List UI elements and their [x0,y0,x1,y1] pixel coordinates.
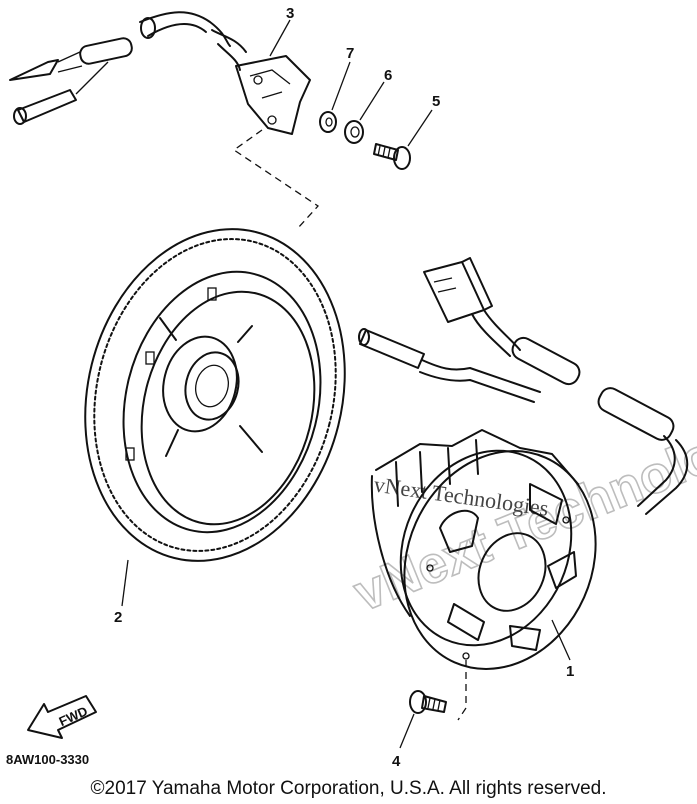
copyright-notice: ©2017 Yamaha Motor Corporation, U.S.A. A… [90,778,607,799]
callout-3: 3 [286,5,294,22]
screw-part-5[interactable] [373,143,411,170]
stator-lead-connector[interactable] [358,257,689,515]
fwd-arrow-icon: FWD [27,695,97,739]
callout-6: 6 [384,67,392,84]
callout-4: 4 [392,753,401,770]
callout-1: 1 [566,663,574,680]
flywheel-rotor-part-2[interactable] [51,201,379,588]
lock-washer-part-6[interactable] [344,120,364,144]
screw-part-4[interactable] [409,690,447,714]
pickup-coil-part-3[interactable] [9,11,311,135]
stator-assembly-part-1[interactable] [370,420,629,699]
callout-7: 7 [346,45,354,62]
washer-part-7[interactable] [319,111,337,133]
watermark-small: vNext Technologies [372,472,550,521]
diagram-code: 8AW100-3330 [6,752,89,767]
callout-5: 5 [432,93,440,110]
callout-2: 2 [114,609,122,626]
